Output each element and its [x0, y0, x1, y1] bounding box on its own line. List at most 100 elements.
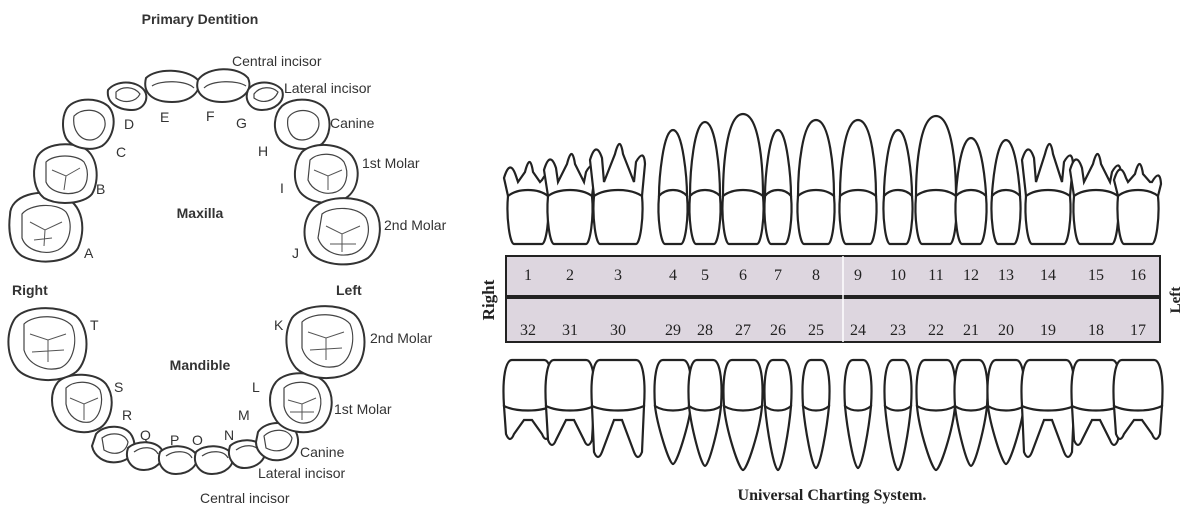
tooth-number-5: 5 — [701, 267, 709, 284]
upper-tooth-12 — [955, 138, 986, 244]
lower-tooth-14 — [1021, 360, 1074, 457]
number-band — [506, 256, 1160, 342]
lower-root-9 — [845, 406, 871, 468]
letter-F: F — [206, 108, 215, 124]
primary-title: Primary Dentition — [142, 11, 259, 27]
upper-tooth-13 — [991, 140, 1020, 244]
upper-tooth-7 — [764, 130, 791, 244]
upper-root-13 — [992, 140, 1020, 196]
tooth-P — [159, 446, 197, 474]
letter-G: G — [236, 115, 247, 131]
maxilla-letters: A B C D E F G H I J — [84, 108, 299, 261]
tooth-H — [275, 100, 330, 149]
label-canine-upper: Canine — [330, 115, 375, 131]
label-lateral-incisor-upper: Lateral incisor — [284, 80, 371, 96]
tooth-number-8: 8 — [812, 267, 820, 284]
lower-crown-5 — [688, 360, 721, 411]
tooth-F — [197, 69, 249, 102]
universal-right-label: Right — [479, 279, 498, 320]
lower-root-8 — [803, 406, 829, 468]
letter-C: C — [116, 144, 126, 160]
tooth-C — [63, 100, 114, 149]
letter-H: H — [258, 143, 268, 159]
tooth-K — [286, 306, 364, 378]
lower-root-12 — [955, 406, 987, 466]
tooth-number-2: 2 — [566, 267, 574, 284]
letter-O: O — [192, 432, 203, 448]
maxilla-label: Maxilla — [177, 205, 224, 221]
upper-crown-1 — [507, 190, 548, 244]
tooth-number-22: 22 — [928, 322, 944, 339]
lower-teeth-row — [503, 360, 1162, 470]
upper-crown-6 — [722, 190, 763, 244]
tooth-D — [108, 83, 147, 111]
tooth-I — [295, 145, 358, 203]
upper-root-9 — [840, 120, 876, 196]
upper-crown-2 — [547, 190, 592, 244]
label-canine-lower: Canine — [300, 444, 345, 460]
upper-tooth-6 — [722, 114, 763, 244]
tooth-number-9: 9 — [854, 267, 862, 284]
lower-root-3 — [592, 406, 644, 457]
upper-crown-15 — [1073, 190, 1118, 244]
lower-tooth-5 — [688, 360, 721, 466]
upper-root-10 — [884, 130, 912, 196]
lower-crown-8 — [802, 360, 829, 411]
tooth-number-7: 7 — [774, 267, 782, 284]
tooth-number-17: 17 — [1130, 322, 1146, 339]
tooth-number-16: 16 — [1130, 267, 1146, 284]
tooth-number-28: 28 — [697, 322, 713, 339]
lower-root-13 — [988, 406, 1024, 464]
lower-root-10 — [885, 406, 911, 470]
lower-tooth-7 — [764, 360, 791, 470]
tooth-T — [8, 308, 86, 380]
lower-tooth-8 — [802, 360, 829, 468]
tooth-number-11: 11 — [928, 267, 943, 284]
upper-crown-14 — [1025, 190, 1070, 244]
lower-root-6 — [724, 406, 762, 470]
upper-root-11 — [916, 116, 956, 196]
tooth-G — [247, 83, 283, 111]
tooth-L — [270, 373, 332, 432]
universal-caption: Universal Charting System. — [738, 487, 927, 504]
lower-tooth-9 — [844, 360, 871, 468]
upper-tooth-8 — [797, 120, 834, 244]
letter-Q: Q — [140, 427, 151, 443]
lower-crown-16 — [1113, 360, 1162, 411]
lower-tooth-16 — [1113, 360, 1162, 439]
letter-P: P — [170, 432, 179, 448]
letter-R: R — [122, 407, 132, 423]
lower-tooth-10 — [884, 360, 911, 470]
upper-crown-3 — [593, 190, 642, 244]
upper-tooth-9 — [839, 120, 876, 244]
upper-crown-5 — [689, 190, 720, 244]
lower-tooth-3 — [591, 360, 644, 457]
universal-left-label: Left — [1168, 287, 1184, 314]
tooth-number-29: 29 — [665, 322, 681, 339]
tooth-number-31: 31 — [562, 322, 578, 339]
upper-crown-12 — [955, 190, 986, 244]
lower-root-15 — [1072, 406, 1120, 445]
primary-left-label: Left — [336, 282, 362, 298]
upper-crown-9 — [839, 190, 876, 244]
lower-crown-4 — [654, 360, 691, 411]
tooth-number-19: 19 — [1040, 322, 1056, 339]
upper-tooth-14 — [1022, 144, 1073, 244]
label-central-incisor-upper: Central incisor — [232, 53, 322, 69]
upper-root-3 — [590, 144, 645, 196]
tooth-number-30: 30 — [610, 322, 626, 339]
upper-tooth-11 — [915, 116, 956, 244]
tooth-number-24: 24 — [850, 322, 866, 339]
upper-number-band — [506, 256, 1160, 296]
lower-crown-9 — [844, 360, 871, 411]
tooth-S — [52, 375, 112, 432]
lower-tooth-4 — [654, 360, 691, 464]
upper-root-4 — [659, 130, 687, 196]
lower-tooth-6 — [723, 360, 762, 470]
lower-root-5 — [689, 406, 721, 466]
lower-root-4 — [655, 406, 691, 464]
mandible-label: Mandible — [170, 357, 231, 373]
upper-root-8 — [798, 120, 834, 196]
upper-crown-10 — [883, 190, 912, 244]
